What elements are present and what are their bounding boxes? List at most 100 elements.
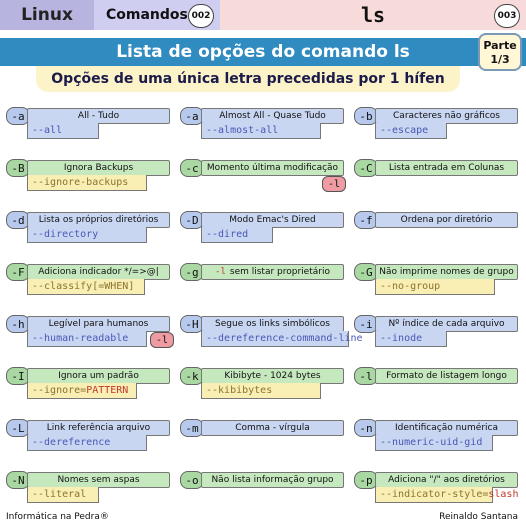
option-description: Modo Emac's Dired xyxy=(201,212,344,228)
option-long-text: --almost-all xyxy=(206,125,279,136)
option-long-form: --dereference xyxy=(27,435,147,451)
section-label: Linux xyxy=(0,0,94,30)
option-description: Ignora um padrão xyxy=(27,368,170,384)
option-description-text: Adiciona "/" aos diretórios xyxy=(388,475,505,485)
option-long-form: --ignore-backups xyxy=(27,175,147,191)
command-number-badge: 003 xyxy=(494,4,520,28)
footer-brand: Informática na Pedra® xyxy=(6,512,109,522)
option-description-text: Caracteres não gráficos xyxy=(393,111,500,121)
option-requires-badge: -l xyxy=(322,176,346,192)
option-description: Adiciona "/" aos diretórios xyxy=(375,472,518,488)
option-description: Adiciona indicador */=>@| xyxy=(27,264,170,280)
option-long-form: --ignore=PATTERN xyxy=(27,383,137,399)
option-description-text: Kibibyte - 1024 bytes xyxy=(224,371,321,381)
option-short-flag: -n xyxy=(354,419,378,437)
option-description: Formato de listagem longo xyxy=(375,368,518,384)
option-description: Almost All - Quase Tudo xyxy=(201,108,344,124)
option-long-form: --directory xyxy=(27,227,147,243)
option-description-text: Comma - vírgula xyxy=(235,423,310,433)
option-long-param: PATTERN xyxy=(86,385,129,396)
option-long-text: --classify[=WHEN] xyxy=(32,281,135,292)
option-description-text: Formato de listagem longo xyxy=(386,371,507,381)
option-description: Não imprime nomes de grupo xyxy=(375,264,518,280)
option-description-text: Não imprime nomes de grupo xyxy=(379,267,514,277)
option-description-text: Lista entrada em Colunas xyxy=(388,163,505,173)
option-short-flag: -D xyxy=(180,211,204,229)
option-description-text: Adiciona indicador */=>@| xyxy=(38,267,159,277)
option-card: -n Identificação numérica --numeric-uid-gi… xyxy=(354,419,522,453)
option-long-form: --almost-all xyxy=(201,123,321,139)
option-short-flag: -G xyxy=(354,263,378,281)
option-description-text: Nomes sem aspas xyxy=(57,475,140,485)
option-short-flag: -a xyxy=(180,107,204,125)
part-badge-line2: 1/3 xyxy=(490,53,510,66)
option-description-text: Nº índice de cada arquivo xyxy=(388,319,505,329)
option-description: Identificação numérica xyxy=(375,420,518,436)
option-long-form: --no-group xyxy=(375,279,495,295)
option-long-form: --dereference-command-line xyxy=(201,331,363,347)
option-description-text: Momento última modificação xyxy=(206,163,339,173)
page-subtitle: Opções de uma única letra precedidas por… xyxy=(36,66,460,92)
footer-author: Reinaldo Santana xyxy=(439,512,518,522)
option-description-text: Identificação numérica xyxy=(395,423,498,433)
command-text: ls xyxy=(360,3,386,27)
option-description: Nomes sem aspas xyxy=(27,472,170,488)
option-short-flag: -k xyxy=(180,367,204,385)
option-long-form: --inode xyxy=(375,331,447,347)
option-description-text: Legível para humanos xyxy=(48,319,149,329)
option-description-text: All - Tudo xyxy=(77,111,120,121)
option-description: Caracteres não gráficos xyxy=(375,108,518,124)
option-short-flag: -h xyxy=(6,315,30,333)
option-description: Legível para humanos xyxy=(27,316,170,332)
category-number-badge: 002 xyxy=(188,4,214,28)
option-description-text: Ignora Backups xyxy=(63,163,134,173)
option-description: Não lista informação grupo xyxy=(201,472,344,488)
option-long-param: slash xyxy=(488,489,519,500)
option-description: Kibibyte - 1024 bytes xyxy=(201,368,344,384)
option-short-flag: -l xyxy=(354,367,378,385)
option-long-form: --numeric-uid-gid xyxy=(375,435,493,451)
option-description-text: sem listar proprietário xyxy=(229,267,330,277)
option-long-form: --dired xyxy=(201,227,273,243)
option-requires-badge: -l xyxy=(150,332,174,348)
option-short-flag: -p xyxy=(354,471,378,489)
option-long-form: --all xyxy=(27,123,99,139)
option-description: Link referência arquivo xyxy=(27,420,170,436)
option-description-prefix: -l xyxy=(215,267,226,277)
option-long-text: --dereference xyxy=(32,437,111,448)
option-description: Ignora Backups xyxy=(27,160,170,176)
page-title-text: Lista de opções do comando ls xyxy=(116,42,410,62)
option-long-form: --kibibytes xyxy=(201,383,321,399)
option-long-text: --all xyxy=(32,125,63,136)
part-badge-line1: Parte xyxy=(483,39,517,52)
option-long-text: --ignore-backups xyxy=(32,177,129,188)
page-subtitle-text: Opções de uma única letra precedidas por… xyxy=(51,71,445,87)
option-long-text: --numeric-uid-gid xyxy=(380,437,483,448)
option-long-form: --indicator-style=slash xyxy=(375,487,518,503)
option-description-text: Ordena por diretório xyxy=(400,215,493,225)
option-short-flag: -H xyxy=(180,315,204,333)
option-description-text: Link referência arquivo xyxy=(46,423,151,433)
option-description: Segue os links simbólicos xyxy=(201,316,344,332)
command-label: ls 003 xyxy=(220,0,526,30)
category-label: Comandos 002 xyxy=(94,0,220,30)
option-long-text: --directory xyxy=(32,229,99,240)
option-long-form: --human-readable xyxy=(27,331,147,347)
option-description: Lista entrada em Colunas xyxy=(375,160,518,176)
